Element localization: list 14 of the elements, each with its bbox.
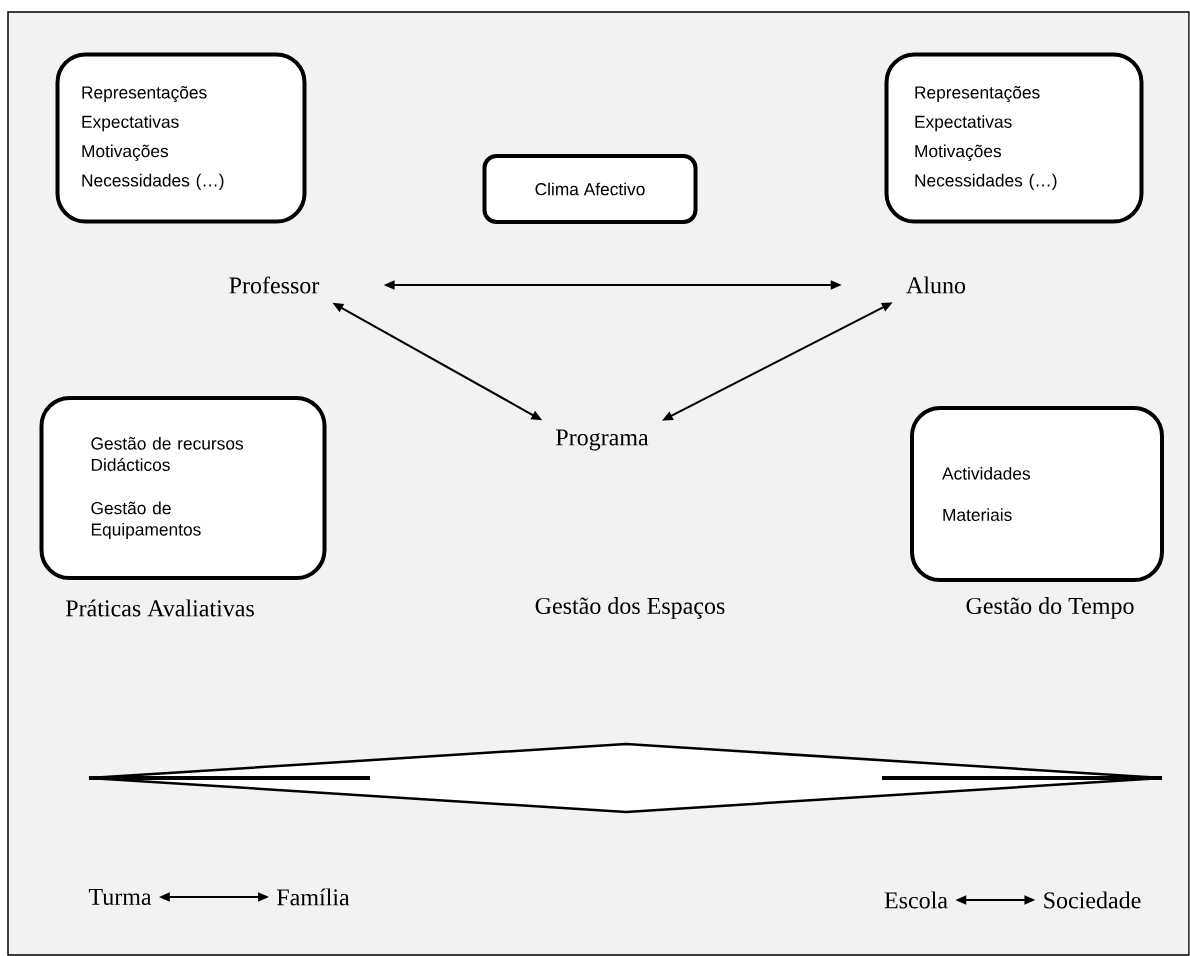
text-box: Clima Afectivo: [482, 154, 698, 224]
text-box: Gestão de recursos Didácticos Gestão de Equipamentos: [39, 396, 327, 580]
node-label: Família: [277, 888, 350, 906]
text-box: Representações Expectativas Motivações Necessidades (…): [55, 52, 307, 224]
label: Gestão dos Espaços: [535, 597, 725, 619]
text-box: Actividades Materiais: [910, 406, 1164, 582]
diamond-drawing: [87, 742, 1164, 814]
node-label: Escola: [884, 891, 948, 909]
node-label: Turma: [88, 889, 152, 905]
text-box: Representações Expectativas Motivações Necessidades (…): [884, 52, 1144, 224]
node-label: Sociedade: [1044, 891, 1141, 909]
node-label: Professor: [229, 276, 320, 294]
node-label: Programa: [556, 429, 649, 451]
node-label: Aluno: [906, 276, 966, 294]
